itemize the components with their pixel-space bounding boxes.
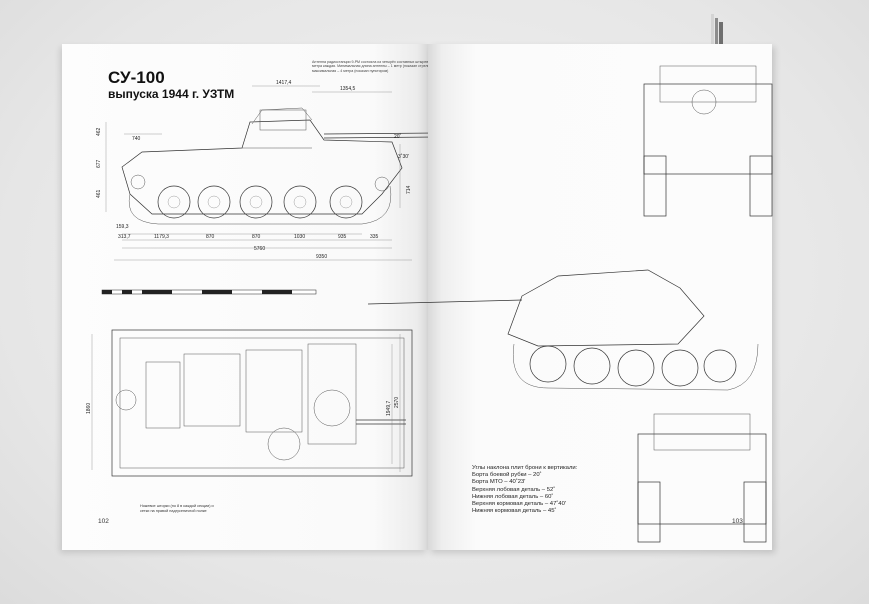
dim-5760: 5760 [254,246,265,252]
dim-9350: 9350 [316,254,327,260]
dim-935: 935 [338,234,347,240]
angle-item: Нижняя кормовая деталь – 45˚ [472,508,557,515]
page-subtitle: выпуска 1944 г. УЗТМ [108,87,235,101]
dim-1179: 1179,3 [154,234,169,240]
front-view-drawing [643,65,773,217]
angle-item: Борта боевой рубки – 20˚ [472,472,542,479]
blinds-caption: Ножевое шторки (по 8 в каждой секции) и … [140,504,214,513]
dim-2570: 2570 [394,397,400,408]
dim-159: 159,3 [116,224,129,230]
cupola [259,109,307,131]
perspective-view-drawing [367,269,759,391]
open-book: СУ-100 выпуска 1944 г. УЗТМ Антенна ради… [62,44,787,550]
dim-870b: 870 [252,234,261,240]
dim-3-30: 3˚30' [398,153,409,160]
angles-title: Углы наклона плит брони к вертикали: [472,465,578,471]
dim-20deg: 20˚ [394,133,402,140]
road-wheels [130,174,390,219]
angle-item: Верхняя кормовая деталь – 47˚40' [472,501,566,508]
right-page: 103 [367,44,773,550]
armor-angles-list: Углы наклона плит брони к вертикали: Бор… [472,465,577,515]
angle-item: Верхняя лобовая деталь – 52˚ [472,486,556,493]
dim-714: 714 [406,185,412,194]
dim-1860: 1860 [86,403,92,414]
dim-1949: 1949,7 [386,400,392,416]
dim-1417: 1417,4 [276,80,292,86]
angle-item: Борта МТО – 40˚23' [472,479,526,486]
dim-1030: 1030 [294,234,305,240]
scale-bar [101,289,317,295]
page-title: СУ-100 [108,68,165,87]
antenna-note: Антенна радиостанции 9-РМ состояла из че… [312,60,436,73]
dim-1354: 1354,5 [340,86,356,92]
dim-461: 461 [96,189,102,198]
page-number-right: 103 [732,518,743,525]
dim-677: 677 [96,159,102,168]
dim-335: 335 [370,234,379,240]
hull-outline [121,119,403,215]
dim-313: 313,7 [118,234,131,240]
right-page-drawings [367,65,773,543]
page-number-left: 102 [98,518,109,525]
angle-item: Нижняя лобовая деталь – 60˚ [472,493,554,500]
track [128,185,392,225]
dim-740: 740 [132,136,141,142]
rear-view-drawing [637,413,767,543]
dim-870a: 870 [206,234,215,240]
top-view-drawing [91,329,413,477]
dim-462: 462 [96,127,102,136]
side-view-drawing: 1417,4 1354,5 462 740 677 461 20˚ 3˚30' … [86,80,543,477]
left-page: СУ-100 выпуска 1944 г. УЗТМ Антенна ради… [62,44,543,550]
